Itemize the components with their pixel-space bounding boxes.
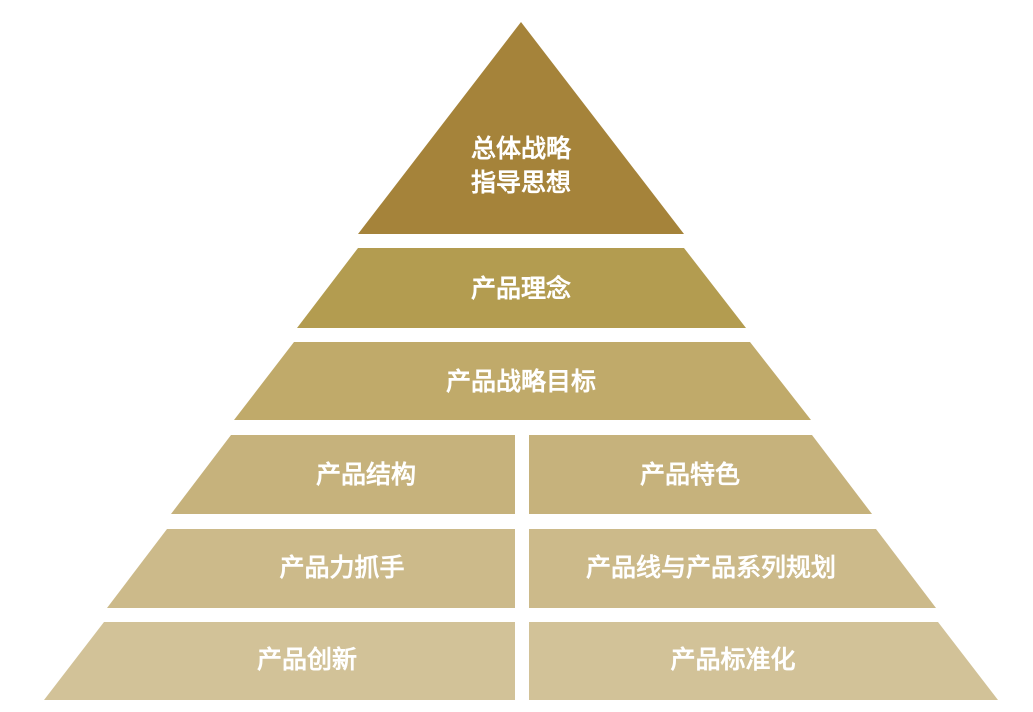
apex-label-line2: 指导思想 bbox=[471, 168, 571, 197]
tier-product-line-planning bbox=[529, 529, 936, 608]
tier-product-feature-label: 产品特色 bbox=[640, 460, 740, 489]
tier-product-standardization-label: 产品标准化 bbox=[670, 645, 795, 674]
tier-product-feature bbox=[529, 435, 872, 514]
tier-product-structure-label: 产品结构 bbox=[316, 460, 416, 489]
tier-product-concept bbox=[297, 248, 746, 328]
pyramid-apex-tier bbox=[358, 22, 684, 234]
tier-product-line-planning-label: 产品线与产品系列规划 bbox=[586, 553, 836, 582]
tier-product-innovation-label: 产品创新 bbox=[257, 645, 357, 674]
tier-product-standardization bbox=[529, 622, 998, 700]
tier-product-structure bbox=[171, 435, 515, 514]
tier-product-power-label: 产品力抓手 bbox=[279, 553, 404, 582]
tier-product-innovation bbox=[44, 622, 515, 700]
tier-product-concept-label: 产品理念 bbox=[471, 274, 571, 303]
tier-product-strategy-goal-label: 产品战略目标 bbox=[446, 367, 596, 396]
apex-label-line1: 总体战略 bbox=[471, 134, 572, 163]
tier-product-strategy-goal bbox=[234, 342, 811, 420]
tier-product-power bbox=[107, 529, 515, 608]
